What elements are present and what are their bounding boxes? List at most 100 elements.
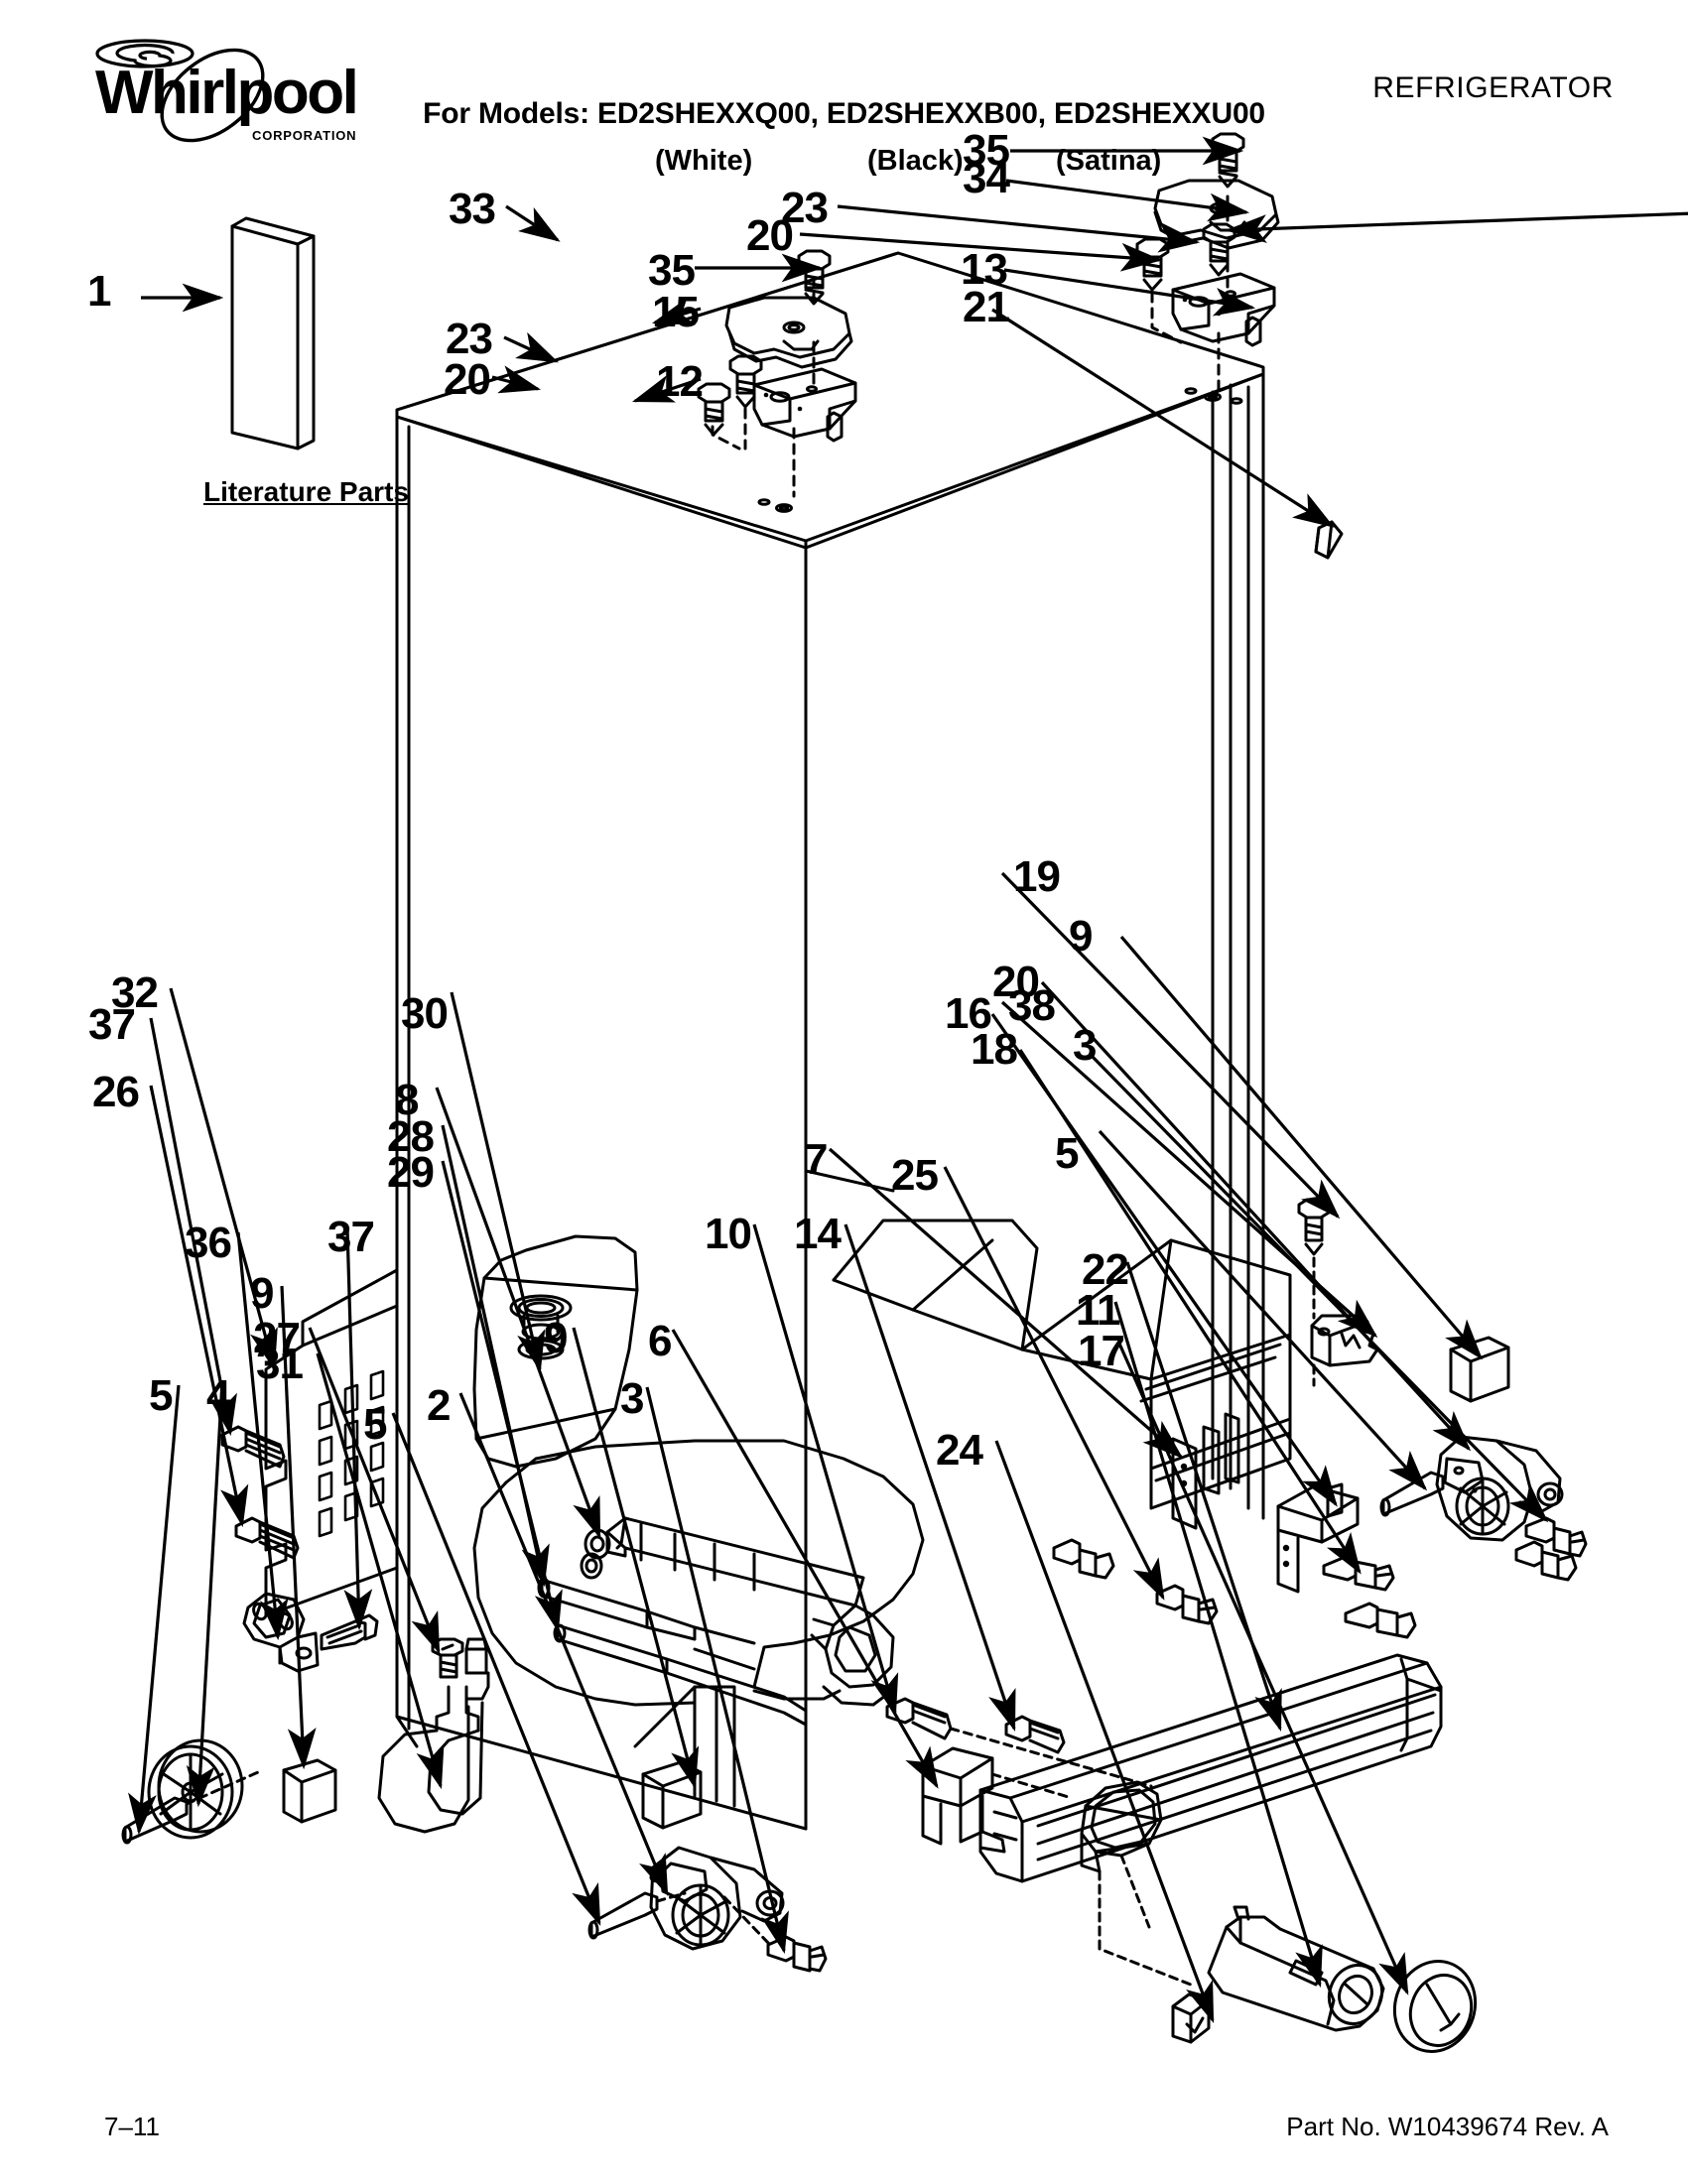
part-18b-screw bbox=[1344, 1602, 1417, 1639]
cabinet-right-pillar bbox=[1211, 383, 1233, 1490]
callout-20-left: 20 bbox=[444, 355, 491, 404]
part-29-capillary-tube bbox=[553, 1623, 808, 1727]
callout-15: 15 bbox=[652, 288, 700, 336]
page-number: 7–11 bbox=[104, 2112, 160, 2141]
callout-26: 26 bbox=[92, 1068, 140, 1116]
callout-27: 27 bbox=[253, 1314, 301, 1362]
screw-23-left bbox=[728, 354, 763, 409]
callout-23-left: 23 bbox=[446, 315, 493, 363]
callout-28: 28 bbox=[387, 1112, 435, 1161]
callout-3-center: 3 bbox=[620, 1374, 645, 1423]
part-18-screw bbox=[1322, 1554, 1395, 1592]
callout-12: 12 bbox=[656, 357, 704, 406]
callout-5-left: 5 bbox=[149, 1371, 174, 1420]
callout-4: 4 bbox=[206, 1371, 231, 1420]
callout-5-center: 5 bbox=[363, 1400, 388, 1449]
part-17-filter-cap bbox=[1392, 1960, 1478, 2053]
callout-29: 29 bbox=[387, 1148, 435, 1197]
models-line: For Models: ED2SHEXXQ00, ED2SHEXXB00, ED… bbox=[423, 97, 1265, 130]
callout-18: 18 bbox=[971, 1025, 1018, 1074]
callout-9-center: 9 bbox=[544, 1314, 569, 1362]
part-36-roller-bracket bbox=[242, 1592, 320, 1673]
callout-6: 6 bbox=[648, 1317, 673, 1365]
part-28-drain-tube bbox=[537, 1577, 756, 1645]
cabinet-left-wall bbox=[395, 415, 808, 1831]
part-24-clip bbox=[1171, 1992, 1211, 2044]
part-25b-screw bbox=[1052, 1538, 1115, 1580]
callout-10: 10 bbox=[705, 1210, 752, 1258]
callout-23-right: 23 bbox=[781, 184, 829, 232]
callout-2: 2 bbox=[427, 1381, 452, 1430]
part-5-axle-pin-center bbox=[587, 1891, 659, 1940]
callout-22: 22 bbox=[1082, 1245, 1129, 1294]
screw-20-right bbox=[1135, 237, 1170, 292]
color-black: (Black) bbox=[867, 145, 964, 177]
callout-32: 32 bbox=[111, 968, 159, 1017]
brand-wordmark: Whirlpool bbox=[95, 59, 359, 127]
callout-35-right: 35 bbox=[963, 126, 1010, 175]
callout-16: 16 bbox=[945, 989, 992, 1038]
mount-holes-right bbox=[1184, 387, 1243, 405]
callout-21: 21 bbox=[963, 283, 1010, 331]
callout-34: 34 bbox=[963, 154, 1010, 202]
callout-17: 17 bbox=[1078, 1327, 1125, 1375]
part-19-screw bbox=[1297, 1198, 1331, 1256]
part-5-axle-pin-right bbox=[1379, 1471, 1445, 1517]
screw-37-roller bbox=[320, 1613, 379, 1651]
part-3-screw-center bbox=[766, 1935, 828, 1973]
brand-subtext: CORPORATION bbox=[252, 128, 357, 143]
part-25-screw bbox=[1155, 1584, 1219, 1625]
cabinet-floor-shelf bbox=[832, 1219, 1292, 1471]
section-category: REFRIGERATOR bbox=[1372, 71, 1614, 104]
callout-37-left: 37 bbox=[88, 1000, 136, 1049]
callout-19: 19 bbox=[1013, 852, 1061, 901]
callout-38: 38 bbox=[1008, 981, 1056, 1030]
part-3-screw-right bbox=[1524, 1516, 1588, 1558]
callout-35-left: 35 bbox=[648, 246, 696, 295]
logo-swirl-icon bbox=[95, 39, 265, 143]
callout-36: 36 bbox=[185, 1219, 232, 1267]
part-number: Part No. W10439674 Rev. A bbox=[1286, 2112, 1609, 2141]
callout-24: 24 bbox=[936, 1426, 983, 1475]
callout-3-right: 3 bbox=[1073, 1021, 1098, 1070]
color-white: (White) bbox=[655, 145, 753, 177]
alignment-center-bottom bbox=[949, 1727, 1153, 1800]
screw-35-right bbox=[1211, 132, 1245, 189]
callout-33: 33 bbox=[449, 185, 496, 233]
callout-5-right: 5 bbox=[1055, 1129, 1080, 1178]
callout-11: 11 bbox=[1076, 1286, 1121, 1335]
part-13-hinge-plate-right bbox=[1171, 272, 1276, 347]
part-12-hinge-plate-left bbox=[752, 367, 857, 443]
part-21-plug bbox=[1314, 520, 1344, 560]
cabinet-interior bbox=[804, 372, 1265, 1520]
part-1-literature bbox=[230, 216, 316, 450]
callout-14: 14 bbox=[794, 1210, 842, 1258]
callout-31: 31 bbox=[256, 1340, 304, 1388]
part-38-leveling-clip bbox=[1310, 1314, 1379, 1367]
callout-20-right: 20 bbox=[746, 211, 794, 260]
part-34-hinge-cover-right bbox=[1153, 179, 1280, 250]
callout-7: 7 bbox=[804, 1135, 829, 1184]
callout-13: 13 bbox=[961, 245, 1008, 294]
callout-9-left: 9 bbox=[250, 1269, 275, 1318]
callout-37-roller: 37 bbox=[327, 1213, 375, 1261]
callout-leaders bbox=[128, 136, 1688, 2023]
compressor-cover-outline bbox=[472, 1439, 925, 1707]
part-25c-screw bbox=[1514, 1540, 1578, 1582]
part-9-spacer-right bbox=[1449, 1336, 1510, 1403]
part-11-water-filter bbox=[1207, 1905, 1385, 2032]
whirlpool-logo: Whirlpool CORPORATION bbox=[85, 34, 373, 143]
part-14-screw bbox=[1004, 1715, 1066, 1754]
part-16-bracket bbox=[1276, 1482, 1360, 1594]
part-9-spacer-left bbox=[282, 1758, 337, 1824]
callout-1: 1 bbox=[87, 267, 112, 316]
literature-parts-label: Literature Parts bbox=[203, 476, 409, 507]
callout-8: 8 bbox=[395, 1076, 420, 1124]
callout-30: 30 bbox=[401, 989, 449, 1038]
part-4-roller-wheel bbox=[147, 1738, 244, 1840]
part-6-bracket bbox=[921, 1746, 1006, 1854]
callout-9-right: 9 bbox=[1069, 912, 1094, 961]
callout-20-lower-right: 20 bbox=[992, 958, 1040, 1006]
